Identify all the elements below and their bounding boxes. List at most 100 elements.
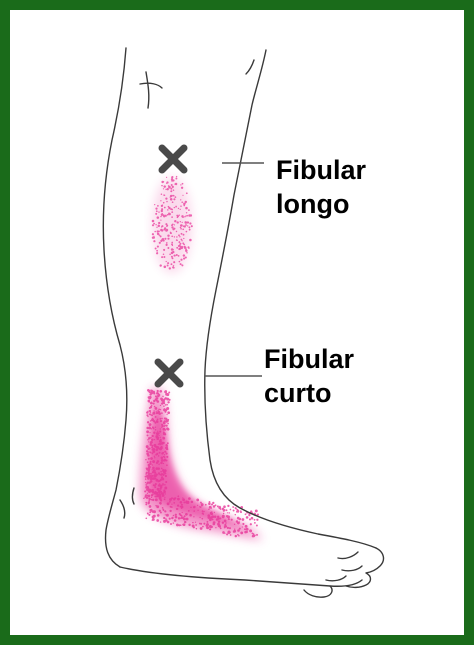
pain-dot: [155, 213, 157, 215]
pain-dot: [145, 517, 147, 519]
pain-dot: [160, 235, 162, 237]
pain-dot: [160, 229, 163, 232]
pain-dot: [181, 515, 183, 517]
pain-dot: [148, 396, 150, 398]
pain-dot: [151, 490, 153, 492]
pain-dot: [152, 418, 154, 420]
pain-dot: [187, 225, 188, 226]
pain-dot: [167, 414, 168, 415]
pain-dot: [170, 190, 172, 192]
pain-dot: [176, 523, 179, 526]
pain-dot: [234, 528, 235, 529]
pain-dot: [167, 209, 169, 211]
pain-dot: [211, 511, 212, 512]
pain-dot: [165, 519, 167, 521]
pain-dot: [183, 234, 185, 236]
pain-dot: [160, 216, 161, 217]
pain-dot: [193, 516, 194, 517]
pain-dot: [167, 401, 169, 403]
pain-dot: [158, 472, 160, 474]
pain-dot: [235, 514, 236, 515]
pain-dot: [163, 229, 165, 231]
pain-dot: [167, 262, 169, 264]
pain-dot: [149, 509, 151, 511]
pain-dot: [245, 525, 248, 528]
pain-dot: [157, 230, 159, 232]
pain-dot: [197, 505, 198, 506]
pain-dot: [246, 528, 249, 531]
pain-dot: [186, 231, 188, 233]
pain-dot: [160, 479, 162, 481]
pain-dot: [166, 420, 168, 422]
pain-dot: [229, 527, 231, 529]
pain-dot: [153, 420, 155, 422]
pain-dot: [145, 482, 146, 483]
pain-dot: [223, 505, 226, 508]
pain-dot: [159, 444, 161, 446]
pain-dot: [164, 398, 166, 400]
pain-dot: [178, 234, 180, 236]
pain-dot: [160, 462, 163, 465]
pain-dot: [177, 221, 179, 223]
pain-dot: [164, 417, 166, 419]
pain-dot: [153, 410, 154, 411]
pain-dot: [174, 207, 175, 208]
pain-dot: [159, 418, 161, 420]
pain-dot: [239, 528, 241, 530]
pain-dot: [246, 531, 248, 533]
pain-dot: [156, 412, 158, 414]
pain-dot: [170, 196, 171, 197]
pain-dot: [207, 514, 210, 517]
pain-dot: [147, 411, 148, 412]
pain-dot: [164, 498, 166, 500]
pain-dot: [154, 231, 156, 233]
pain-dot: [166, 407, 169, 410]
pain-dot: [181, 517, 182, 518]
pain-dot: [183, 202, 185, 204]
pain-zone-curto: [140, 388, 262, 540]
pain-dot: [145, 486, 147, 488]
pain-dot: [145, 459, 146, 460]
label-fibular-curto: Fibular curto: [264, 342, 354, 410]
pain-dot: [157, 418, 159, 420]
pain-dot: [249, 529, 252, 532]
pain-dot: [150, 428, 152, 430]
pain-dot: [161, 446, 163, 448]
pain-dot: [152, 471, 154, 473]
pain-dot: [157, 205, 159, 207]
pain-dot: [189, 514, 192, 517]
pain-dot: [160, 428, 161, 429]
pain-dot: [181, 506, 184, 509]
pain-dot: [160, 439, 162, 441]
pain-dot: [146, 414, 148, 416]
pain-dot: [147, 421, 149, 423]
pain-dot: [164, 433, 166, 435]
pain-dot: [171, 211, 173, 213]
pain-dot: [254, 522, 256, 524]
pain-dot: [160, 240, 162, 242]
pain-dot: [164, 454, 165, 455]
pain-dot: [220, 528, 222, 530]
trigger-point-marker-curto: [158, 362, 180, 384]
pain-dot: [203, 511, 205, 513]
label-fibular-curto-line1: Fibular: [264, 342, 354, 376]
pain-dot: [184, 216, 185, 217]
pain-dot: [155, 407, 158, 410]
pain-dot: [157, 233, 159, 235]
posterior-contour: [103, 48, 126, 567]
pain-dot: [171, 176, 173, 178]
pain-dot: [181, 240, 182, 241]
pain-dot: [167, 247, 169, 249]
pain-dot: [193, 506, 195, 508]
pain-dot: [153, 236, 154, 237]
pain-dot: [158, 211, 159, 212]
pain-dot: [173, 522, 174, 523]
pain-dot: [156, 519, 159, 522]
pain-dot: [255, 509, 258, 512]
pain-dot: [160, 420, 162, 422]
pain-dot: [154, 485, 156, 487]
pain-dot: [145, 502, 147, 504]
pain-dot: [150, 410, 151, 411]
pain-dot: [169, 501, 171, 503]
pain-dot: [152, 518, 155, 521]
